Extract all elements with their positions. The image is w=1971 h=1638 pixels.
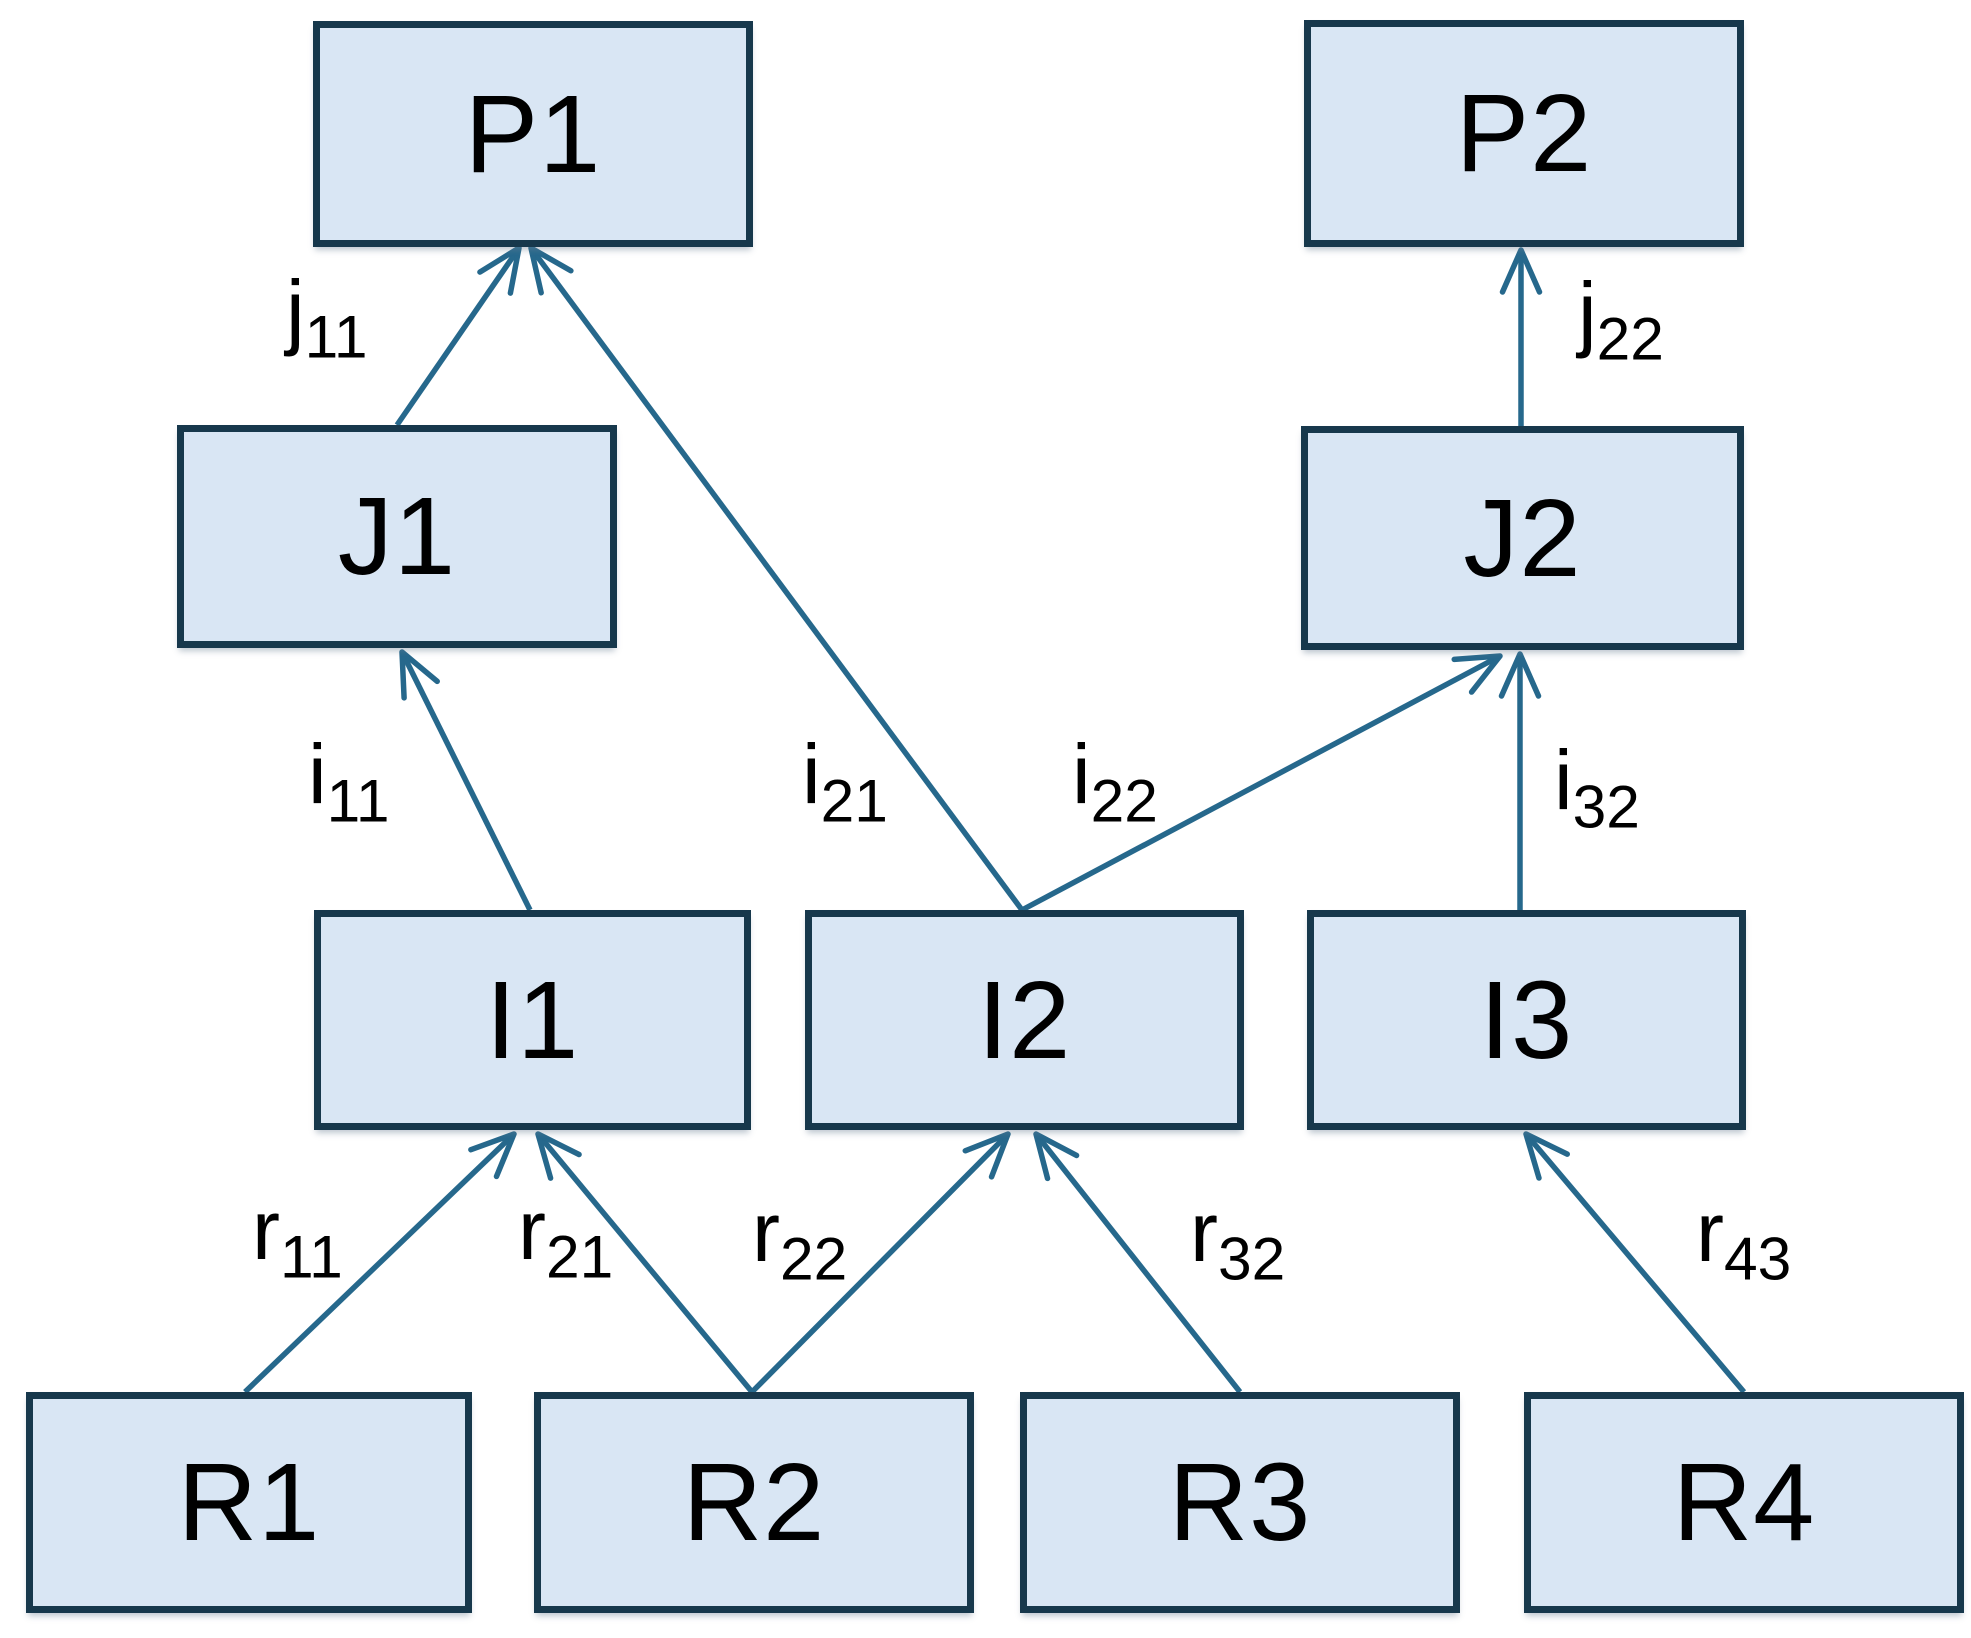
edge-label-r11: r11 [252,1183,343,1291]
node-p1: P1 [313,21,753,247]
node-r4: R4 [1524,1392,1964,1613]
edge-label-i32: i32 [1554,733,1640,841]
node-j1: J1 [177,425,617,648]
edge-i11-line [399,649,533,912]
node-r1: R1 [26,1392,472,1613]
node-i1: I1 [314,910,751,1130]
node-i2: I2 [805,910,1244,1130]
edge-label-r32: r32 [1190,1185,1286,1293]
node-p2: P2 [1304,20,1744,247]
edge-label-i22: i22 [1072,727,1158,835]
node-i3: I3 [1307,910,1746,1130]
edge-label-i21: i21 [802,727,888,835]
edge-label-i11: i11 [308,727,390,835]
edge-j11-line [394,245,522,427]
edge-label-j22: j22 [1578,265,1664,373]
edge-label-r21: r21 [518,1183,614,1291]
edge-label-r43: r43 [1696,1185,1792,1293]
edge-label-j11: j11 [286,263,368,371]
node-r3: R3 [1020,1392,1460,1613]
edge-label-r22: r22 [752,1185,848,1293]
node-r2: R2 [534,1392,974,1613]
node-j2: J2 [1301,426,1744,650]
